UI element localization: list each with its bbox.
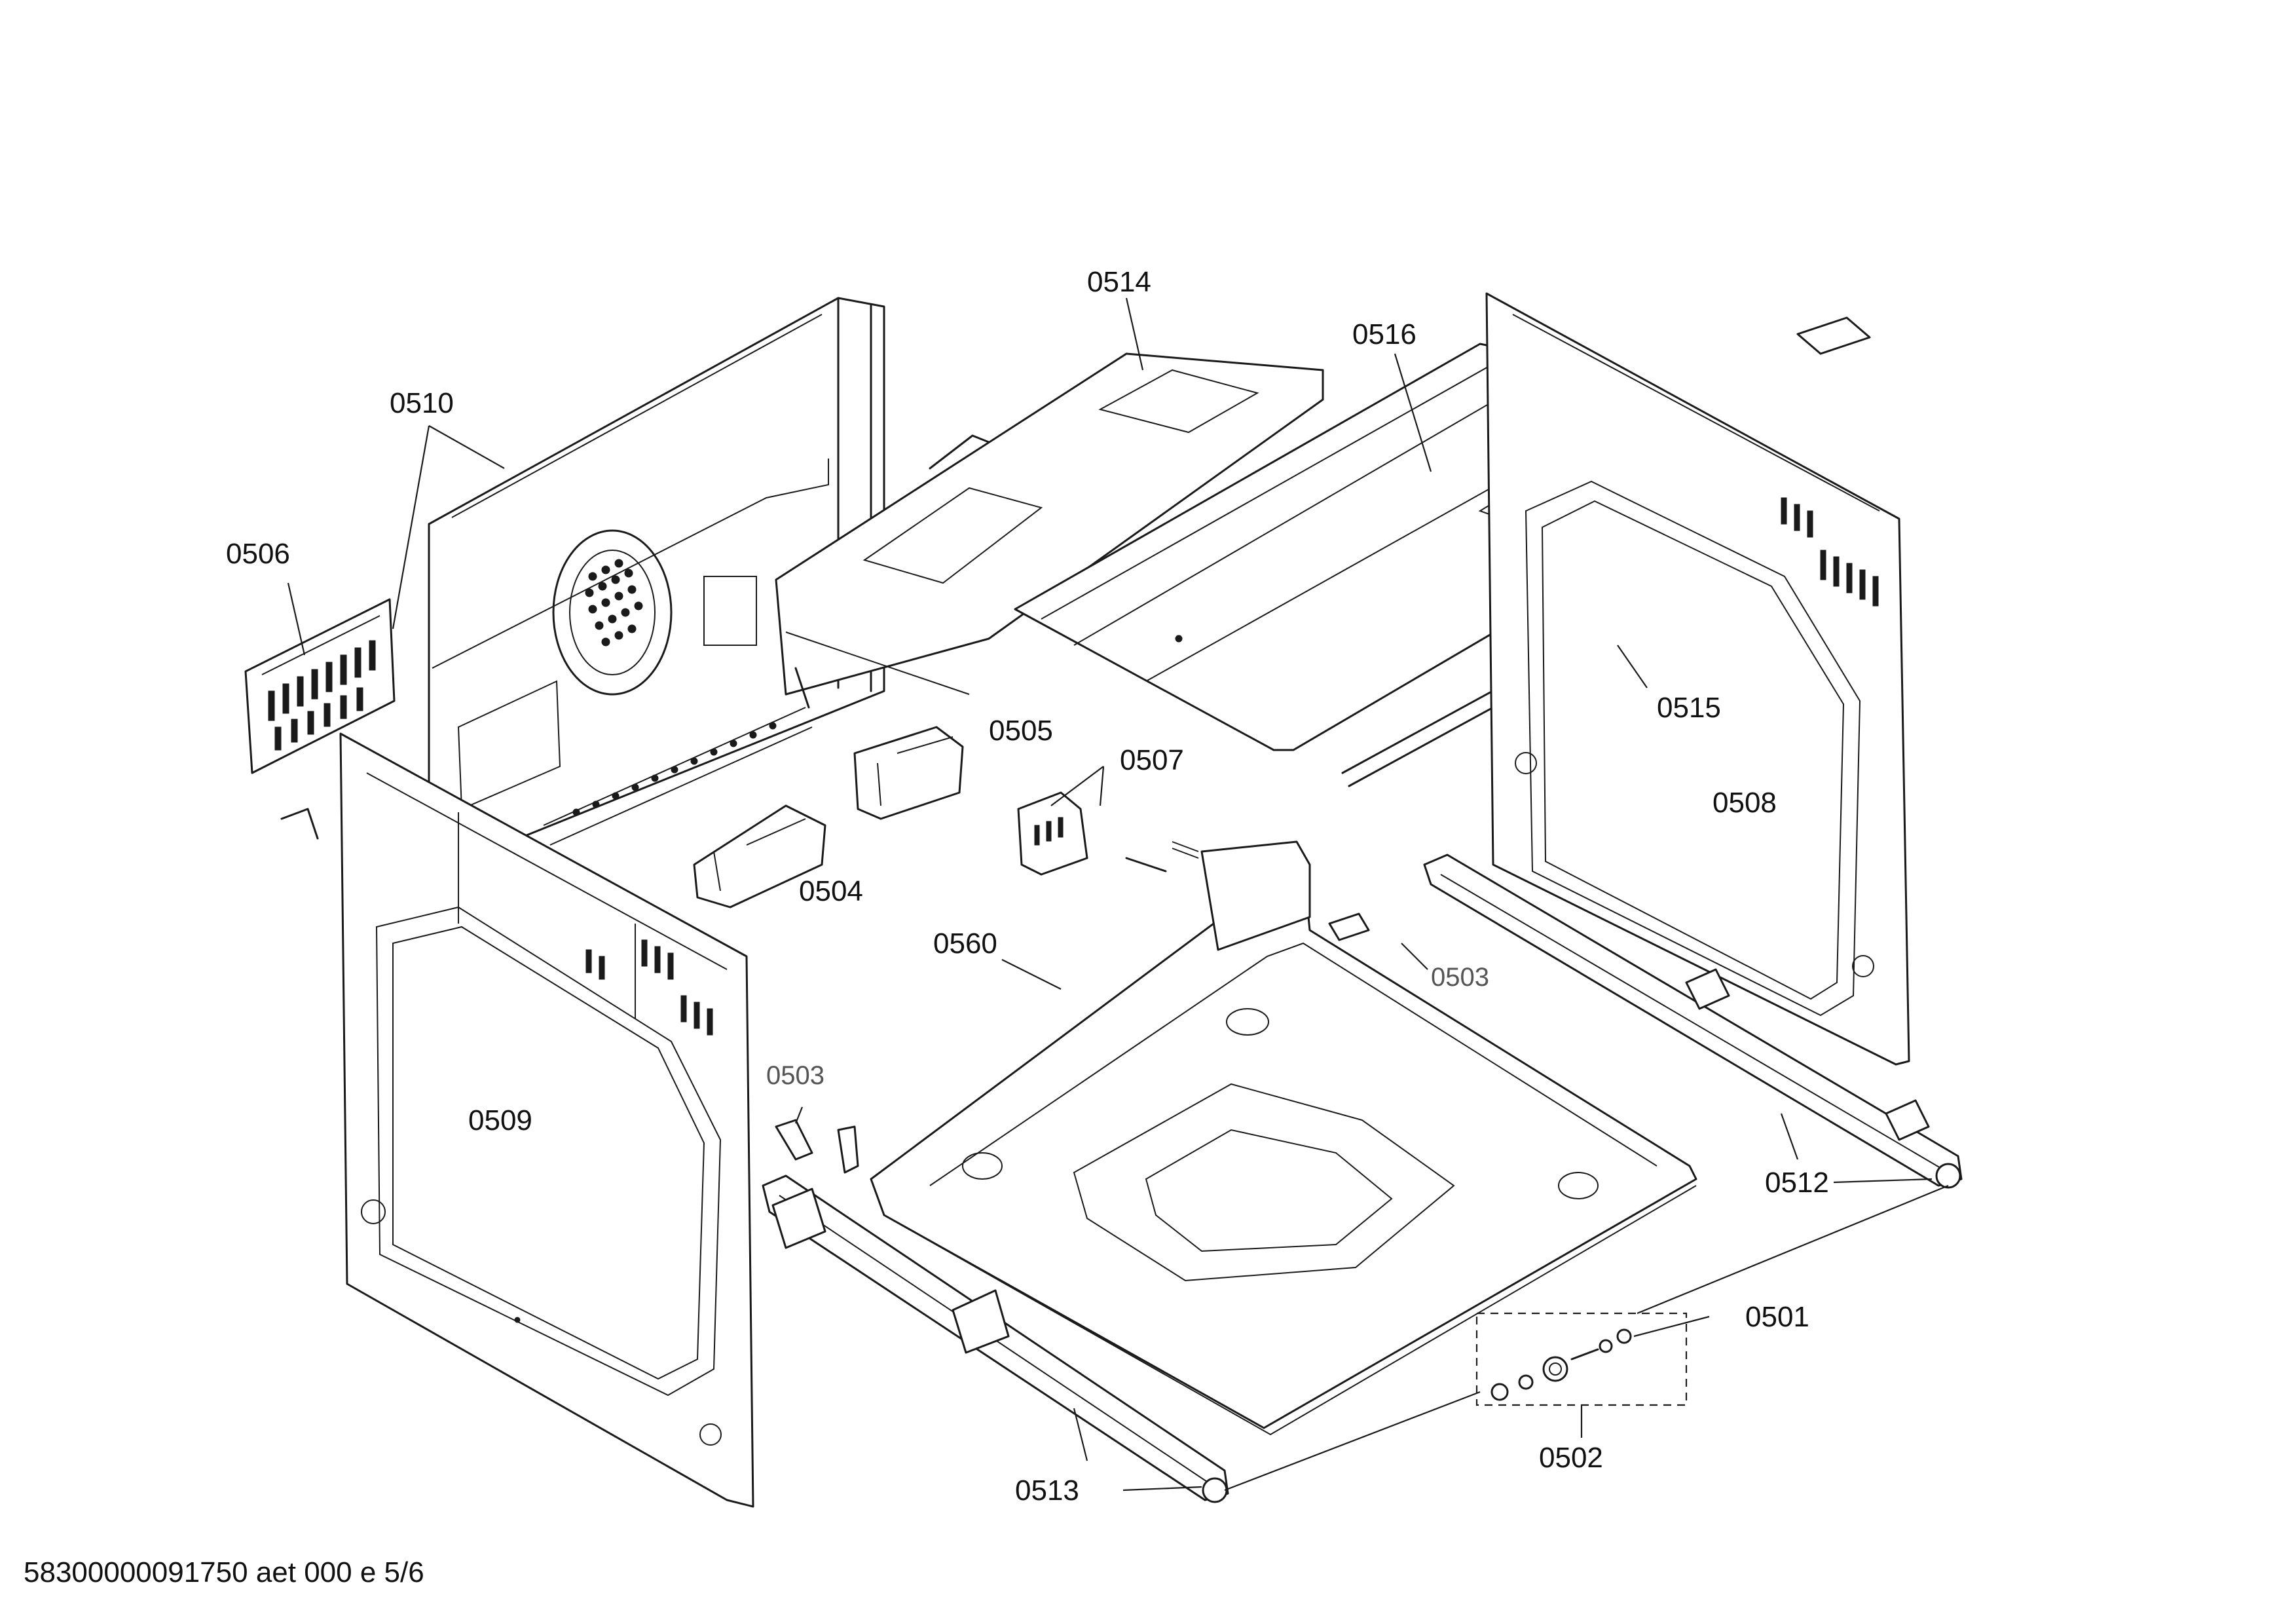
callout-0503-left: 0503 (766, 1061, 824, 1090)
fan-cover-plate-0506 (244, 598, 396, 840)
callout-0514: 0514 (1087, 266, 1151, 298)
callout-0503-right: 0503 (1431, 963, 1489, 992)
callout-0509: 0509 (468, 1104, 532, 1136)
side-rail-left-0513 (762, 1174, 1229, 1503)
clip-0503 (775, 912, 1370, 1174)
callout-0510: 0510 (390, 387, 454, 419)
side-rail-right-0512 (1423, 854, 1963, 1189)
hinge-kit-0502 (1475, 1312, 1688, 1406)
callout-0501: 0501 (1745, 1301, 1809, 1333)
callout-0505: 0505 (989, 715, 1053, 747)
oven-floor-0560 (870, 840, 1697, 1436)
callout-0512: 0512 (1765, 1167, 1829, 1199)
right-side-wall-0508 (1485, 292, 1910, 1066)
callout-0502: 0502 (1539, 1442, 1603, 1474)
callout-0508: 0508 (1713, 787, 1777, 819)
callout-0513: 0513 (1015, 1474, 1079, 1507)
callout-0504: 0504 (799, 875, 863, 907)
callout-0507: 0507 (1120, 744, 1184, 776)
bracket-0504 (693, 804, 826, 909)
callout-0515: 0515 (1657, 692, 1721, 724)
top-cover-0514 (775, 352, 1324, 709)
leader-lines (287, 297, 1949, 1492)
callout-0506: 0506 (226, 538, 290, 570)
document-footer: 58300000091750 aet 000 e 5/6 (24, 1556, 424, 1588)
left-side-wall-0509 (339, 732, 754, 1508)
callout-0560: 0560 (933, 928, 997, 960)
callout-labels: 0514 0516 0510 0506 0515 0505 0507 0508 … (226, 266, 1829, 1507)
callout-0516: 0516 (1352, 318, 1416, 350)
door-switch-0507 (1017, 791, 1199, 876)
bracket-0505 (853, 726, 964, 820)
